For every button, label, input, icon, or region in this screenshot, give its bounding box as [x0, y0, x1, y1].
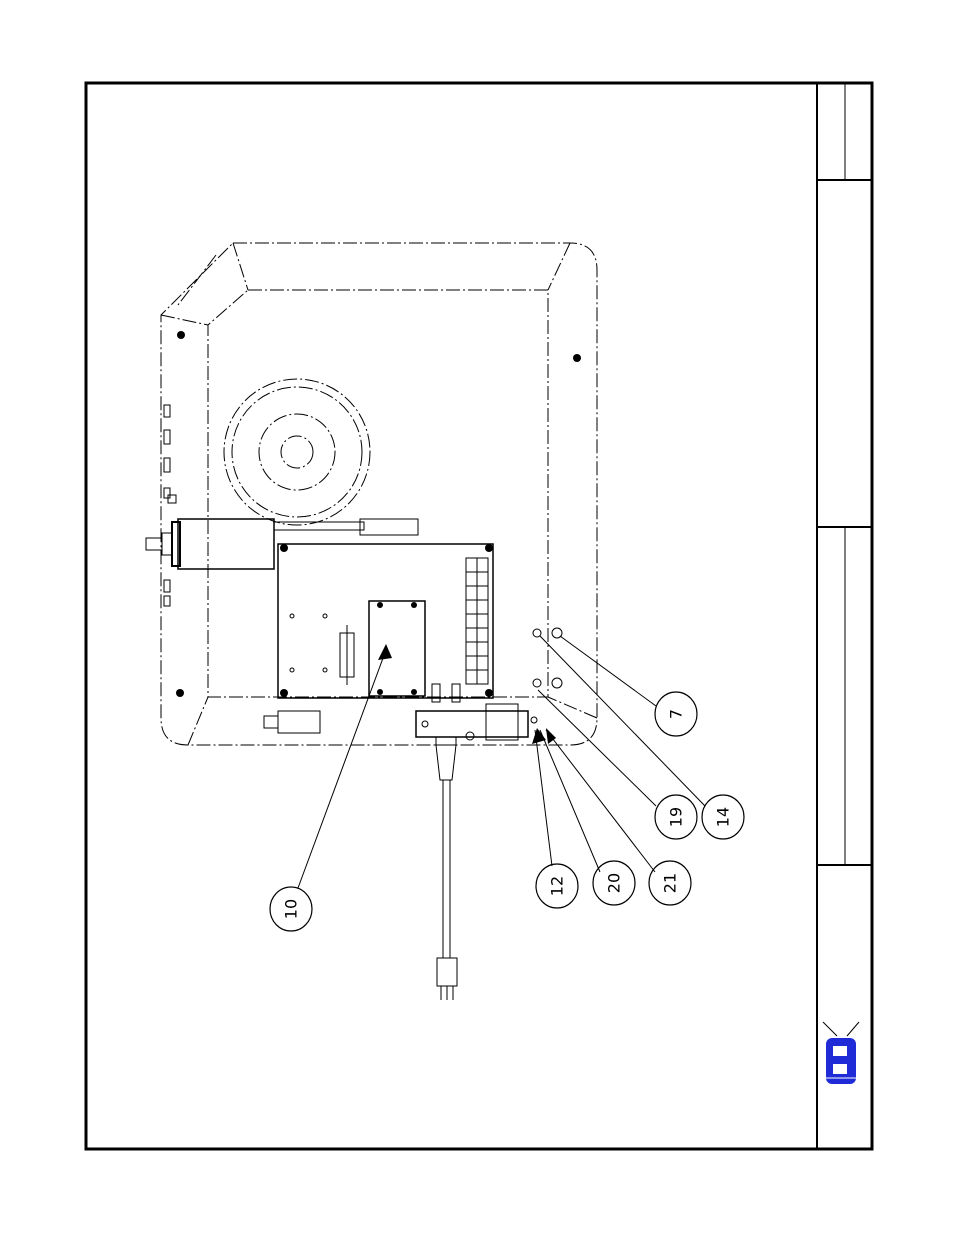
- power-cord: [436, 745, 457, 1000]
- logo-mark: [826, 1038, 856, 1084]
- fuse-holder: [264, 711, 320, 733]
- mounting-screws: [176, 331, 581, 697]
- company-logo: [823, 1022, 859, 1084]
- leader-lines: [298, 636, 705, 888]
- arrowheads: [378, 644, 556, 744]
- balloon-19-label: 19: [667, 807, 686, 827]
- side-hardware: [164, 405, 176, 606]
- balloon-7-label: 7: [667, 709, 686, 719]
- balloon-14-label: 14: [714, 807, 733, 827]
- balloon-10: 10: [270, 887, 312, 931]
- balloon-20-label: 20: [605, 873, 624, 893]
- balloon-19: 19: [655, 795, 697, 839]
- power-module: [369, 601, 425, 696]
- balloon-20: 20: [593, 861, 635, 905]
- balloon-21-label: 21: [661, 873, 680, 893]
- title-block: [817, 83, 872, 865]
- fan-assembly: [224, 379, 370, 525]
- balloon-12-label: 12: [548, 876, 567, 896]
- balloon-10-label: 10: [282, 899, 301, 919]
- balloon-12: 12: [536, 864, 578, 908]
- balloon-7: 7: [655, 692, 697, 736]
- balloon-21: 21: [649, 861, 691, 905]
- connector-bracket: [416, 684, 537, 745]
- circuit-board: [278, 544, 493, 698]
- balloon-14: 14: [702, 795, 744, 839]
